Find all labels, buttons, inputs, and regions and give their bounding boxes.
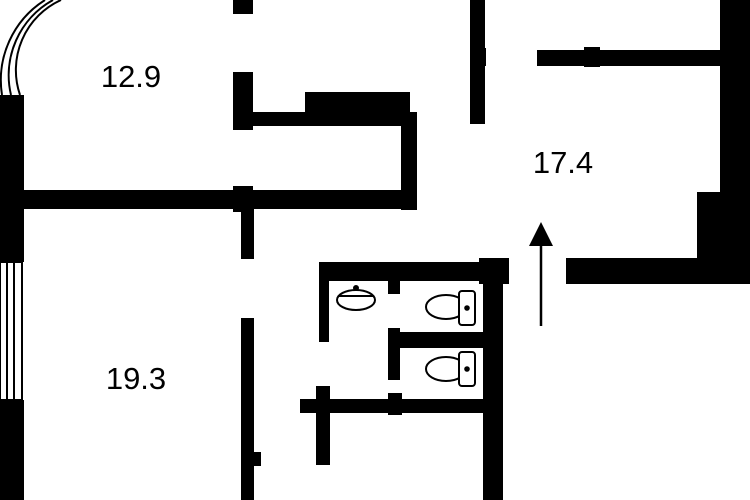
room-area-label: 19.3 xyxy=(106,361,166,396)
sink-icon xyxy=(336,285,376,311)
toilet-icon xyxy=(425,290,476,326)
toilet-icon xyxy=(425,351,476,387)
left-window xyxy=(0,261,23,401)
bay-window xyxy=(0,0,62,96)
entrance-arrow-icon xyxy=(529,222,553,326)
room-area-label: 12.9 xyxy=(101,59,161,94)
room-area-label: 17.4 xyxy=(533,145,593,180)
